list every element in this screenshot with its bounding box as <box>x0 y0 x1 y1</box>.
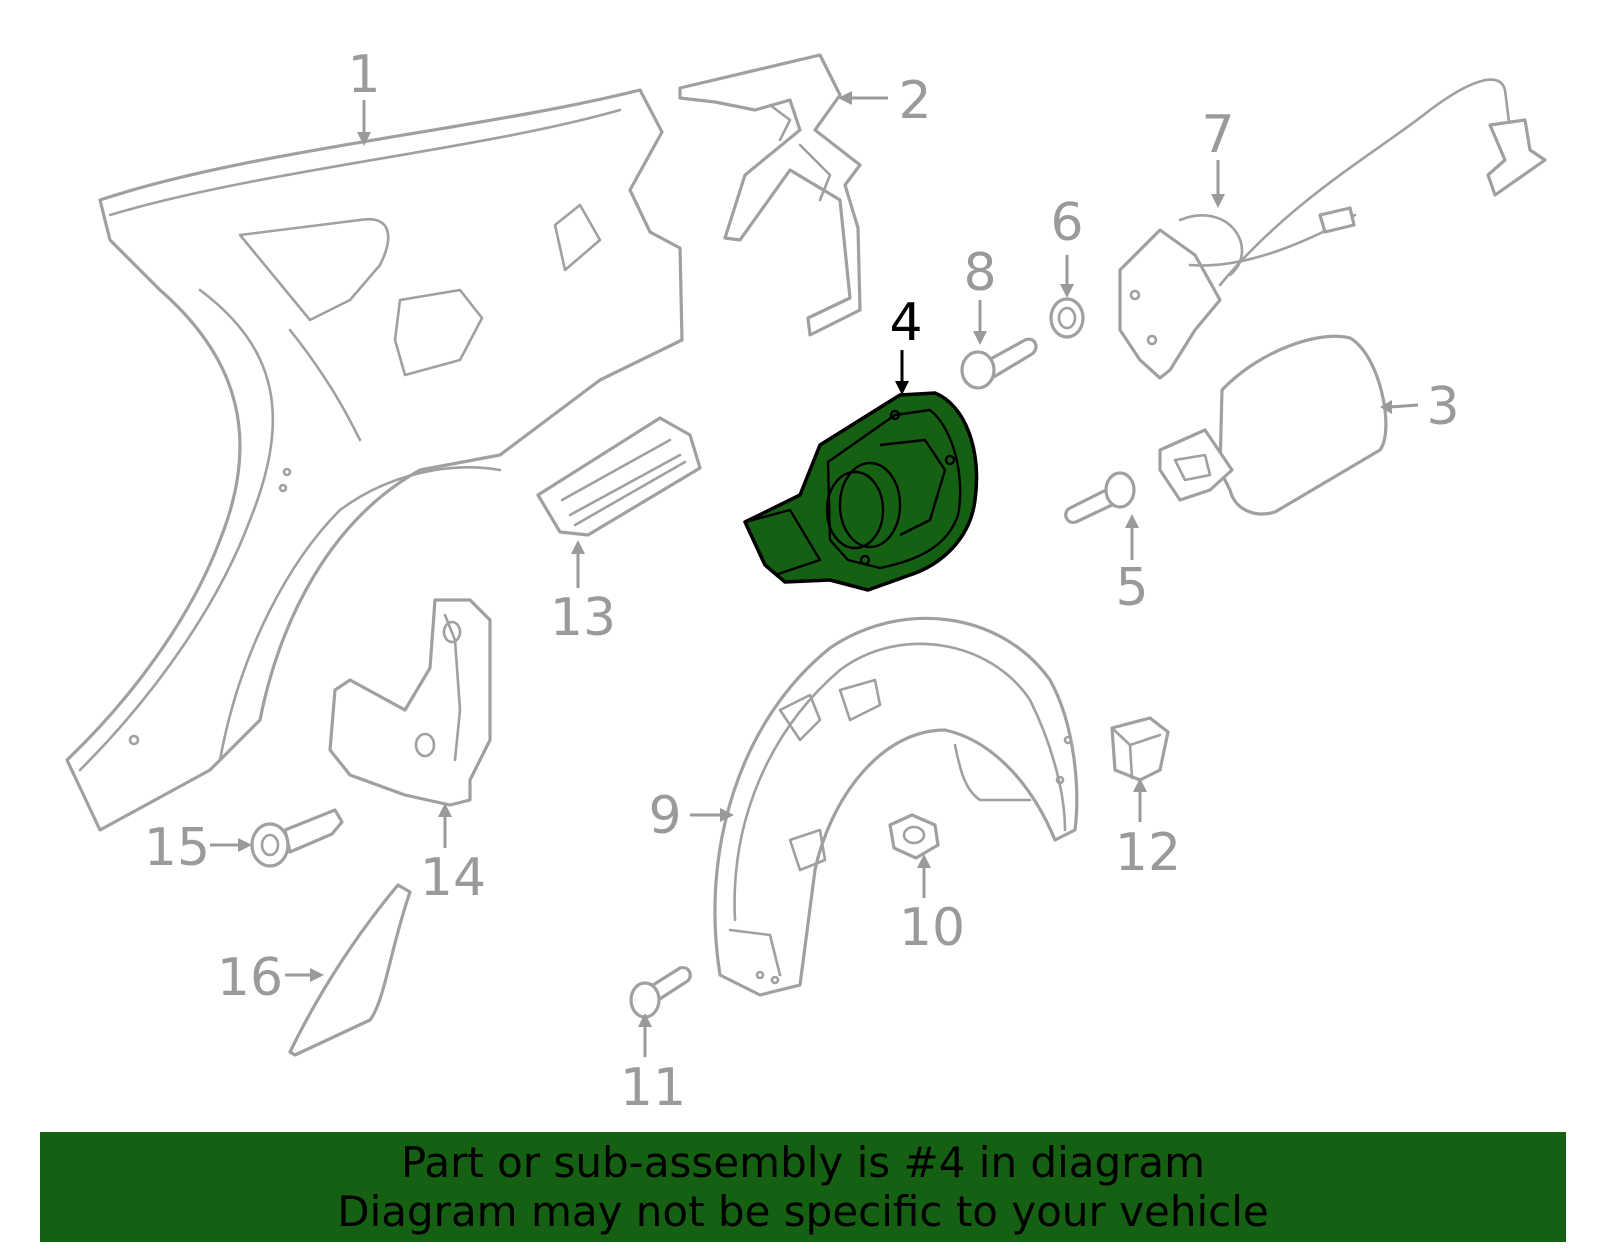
callout-13: 13 <box>550 588 616 648</box>
callout-12: 12 <box>1115 823 1181 883</box>
part-1-quarter-panel[interactable] <box>65 88 684 832</box>
callout-10: 10 <box>899 898 965 958</box>
part-7-release-cable[interactable] <box>1118 78 1547 380</box>
banner-line-1: Part or sub-assembly is #4 in diagram <box>400 1138 1206 1187</box>
part-9-wheelhouse-liner[interactable] <box>713 616 1079 997</box>
part-16-trim-piece[interactable] <box>288 883 412 1057</box>
part-11-rivet[interactable] <box>629 965 692 1019</box>
callout-11: 11 <box>620 1058 686 1118</box>
callout-9: 9 <box>648 786 681 846</box>
callout-1: 1 <box>347 45 380 105</box>
callout-5: 5 <box>1115 558 1148 618</box>
callout-labels: 1 2 3 4 5 6 7 8 9 10 11 12 13 14 15 16 <box>144 45 1460 1118</box>
part-5-pin[interactable] <box>1064 471 1136 525</box>
parts-diagram: 1 2 3 4 5 6 7 8 9 10 11 12 13 14 15 16 <box>65 45 1547 1118</box>
callout-14: 14 <box>420 848 486 908</box>
callout-7: 7 <box>1201 105 1234 165</box>
banner-line-2: Diagram may not be specific to your vehi… <box>337 1187 1269 1236</box>
callout-2: 2 <box>898 71 931 131</box>
part-3-fuel-door[interactable] <box>1158 334 1388 516</box>
part-6-washer[interactable] <box>1049 297 1085 339</box>
callout-15: 15 <box>144 818 210 878</box>
info-banner: Part or sub-assembly is #4 in diagram Di… <box>40 1132 1566 1242</box>
part-12-clip[interactable] <box>1110 716 1170 782</box>
part-4-fuel-filler-housing[interactable] <box>743 391 979 592</box>
callout-16: 16 <box>217 948 283 1008</box>
part-10-nut[interactable] <box>888 813 940 860</box>
leader-arrows <box>210 91 1419 1057</box>
callout-3: 3 <box>1426 377 1459 437</box>
part-13-pad[interactable] <box>536 416 702 537</box>
callout-4: 4 <box>889 293 922 353</box>
part-15-screw[interactable] <box>250 808 344 868</box>
part-14-support-bracket[interactable] <box>328 598 492 807</box>
callout-6: 6 <box>1050 193 1083 253</box>
part-8-bolt[interactable] <box>960 337 1038 390</box>
callout-8: 8 <box>963 243 996 303</box>
part-2-bracket[interactable] <box>678 53 862 337</box>
